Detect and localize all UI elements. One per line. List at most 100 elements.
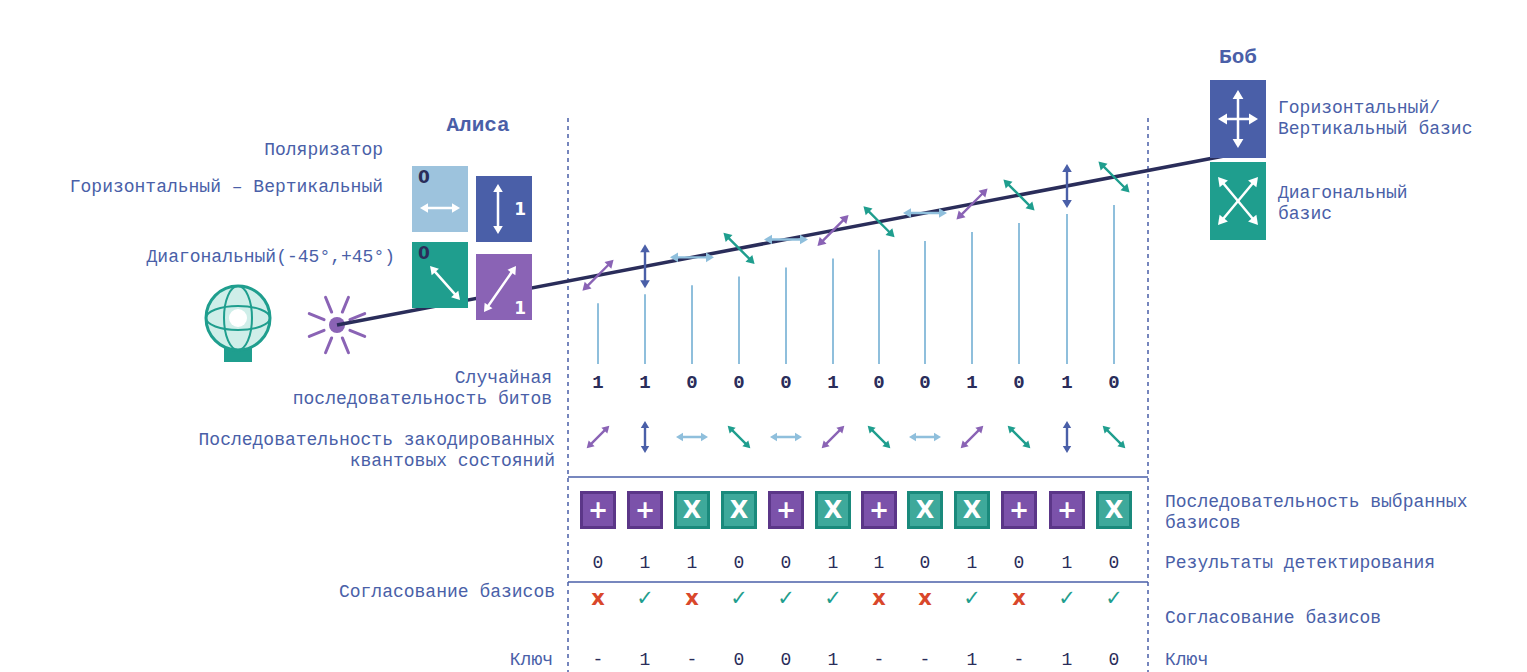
hv-basis-square: [1210, 80, 1266, 158]
detection-result: 1: [967, 553, 978, 574]
photon-beam: [337, 152, 1245, 325]
bit-value: 1: [966, 373, 977, 395]
arrow-shaft: [676, 256, 707, 258]
party-name: Боб: [1219, 46, 1257, 70]
arrow-head: [1098, 161, 1107, 170]
bit-value: 0: [1108, 373, 1119, 395]
hv-arrow: [1233, 90, 1244, 148]
arrow-head: [1062, 164, 1072, 172]
row-label: Последовательность выбранных базисов: [1165, 492, 1485, 533]
photon-stem: [1018, 223, 1020, 364]
agreement-mark: x: [1012, 586, 1026, 610]
row-label: Последовательность закодированных кванто…: [185, 430, 555, 471]
basis-label: Горизонтальный/ Вертикальный базис: [1278, 98, 1488, 139]
row-label: Ключ: [1165, 650, 1208, 671]
photon-arrow: [670, 253, 714, 263]
key-bit: 1: [967, 650, 978, 671]
polarizer-square: 0: [412, 242, 468, 308]
basis-symbol: X: [963, 498, 982, 522]
agreement-mark: ✓: [824, 586, 842, 610]
agreement-mark: x: [918, 586, 932, 610]
arrow-shaft: [644, 427, 646, 448]
bit-value: 1: [827, 373, 838, 395]
agreement-mark: ✓: [730, 586, 748, 610]
photon-arrow: [956, 188, 987, 219]
key-bit: -: [920, 650, 931, 671]
arrow-head: [764, 235, 772, 245]
photon-arrow: [764, 235, 808, 245]
arrow-head: [587, 440, 595, 448]
arrow-head: [770, 433, 777, 441]
basis-symbol: +: [588, 498, 608, 522]
arrow-shaft: [1008, 184, 1030, 206]
arrow-head: [1062, 200, 1072, 208]
source-ray: [350, 330, 365, 336]
arrow-head: [822, 440, 830, 448]
basis-box: +: [1049, 491, 1085, 529]
basis-symbol: X: [730, 498, 749, 522]
key-bit: 0: [1109, 650, 1120, 671]
photon-arrow: [728, 426, 751, 449]
arrow-head: [1022, 440, 1030, 448]
photon-arrow: [587, 426, 610, 449]
photon-arrow: [641, 421, 649, 453]
arrow-head: [430, 266, 439, 275]
bit-value: 0: [919, 373, 930, 395]
arrow-head: [452, 203, 460, 213]
bit-value: 0: [686, 373, 697, 395]
arrow-head: [882, 440, 890, 448]
arrow-shaft: [682, 436, 703, 438]
bit-value: 1: [639, 373, 650, 395]
arrow-head: [1063, 421, 1071, 428]
agreement-mark: ✓: [777, 586, 795, 610]
basis-box: X: [954, 491, 990, 529]
arrow-shaft: [915, 436, 936, 438]
detection-result: 1: [828, 553, 839, 574]
photon-arrow: [582, 260, 613, 291]
agreement-mark: ✓: [1058, 586, 1076, 610]
bit-value: 0: [733, 373, 744, 395]
basis-symbol: +: [635, 498, 655, 522]
arrow-head: [676, 433, 683, 441]
basis-symbol: +: [869, 498, 889, 522]
basis-symbol: X: [824, 498, 843, 522]
arrow-head: [484, 303, 493, 312]
arrow-shaft: [872, 430, 887, 445]
arrow-head: [934, 433, 941, 441]
arrow-shaft: [591, 430, 606, 445]
arrow-head: [1003, 180, 1012, 189]
photon-stem: [785, 267, 787, 364]
arrow-shaft: [826, 430, 841, 445]
source-ray: [326, 297, 332, 312]
lamp-glow: [229, 309, 247, 327]
photon-stem: [1113, 205, 1115, 364]
arrow-head: [956, 211, 965, 220]
photon-arrow: [1003, 180, 1034, 211]
detection-result: 1: [874, 553, 885, 574]
key-bit: -: [874, 650, 885, 671]
bit-value: 0: [780, 373, 791, 395]
bit-value: 0: [418, 245, 430, 262]
arrow-head: [701, 433, 708, 441]
arrow-head: [641, 421, 649, 428]
photon-arrow: [1062, 164, 1072, 208]
basis-box: +: [861, 491, 897, 529]
key-bit: -: [593, 650, 604, 671]
party-name: Алиса: [446, 114, 509, 138]
basis-box: X: [907, 491, 943, 529]
arrow-head: [840, 215, 849, 224]
detection-result: 1: [687, 553, 698, 574]
divider-dashed: [1147, 118, 1149, 672]
photon-arrow: [1098, 161, 1129, 192]
bit-value: 0: [418, 169, 430, 186]
photon-arrow: [903, 208, 947, 218]
row-divider: [568, 476, 1148, 478]
detection-result: 1: [640, 553, 651, 574]
arrow-head: [493, 226, 503, 234]
photon-arrow: [822, 426, 845, 449]
arrow-shaft: [1066, 170, 1068, 201]
basis-box: X: [1096, 491, 1132, 529]
arrow-shaft: [434, 271, 456, 295]
row-label: Согласование базисов: [339, 582, 555, 603]
